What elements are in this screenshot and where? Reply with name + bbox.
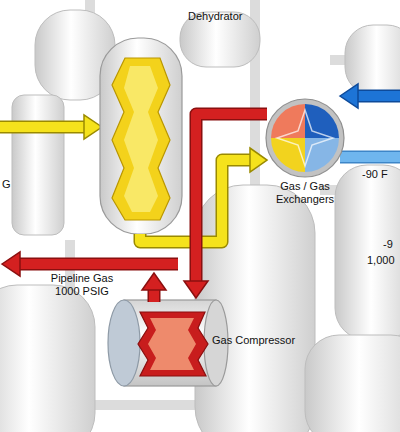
pipe-outline xyxy=(356,90,400,103)
compressor-rotor xyxy=(138,312,208,376)
pipe-outline xyxy=(196,114,267,283)
annotation-label: 1,000 xyxy=(367,254,395,267)
pipe xyxy=(356,91,400,101)
arrowhead xyxy=(84,115,102,139)
desiccant-bed xyxy=(112,58,170,220)
bg-tank xyxy=(195,185,315,432)
pipe xyxy=(18,259,178,269)
cold-gas-inlet-arrow xyxy=(340,84,400,108)
vessel-shell xyxy=(100,38,182,234)
inlet-gas-arrow xyxy=(0,115,102,139)
pipe xyxy=(196,114,267,283)
bg-tank xyxy=(305,335,400,432)
exchanger-quadrant xyxy=(271,104,305,138)
bg-tank xyxy=(12,95,64,235)
pipe xyxy=(340,152,400,162)
arrowhead xyxy=(142,273,166,290)
bg-tank xyxy=(345,25,400,95)
annotation-label: G xyxy=(2,178,11,191)
annotation-label: -9 xyxy=(383,238,393,251)
node-label: Dehydrator xyxy=(188,10,242,23)
compressor-face xyxy=(108,300,140,386)
exchanger-shell xyxy=(266,99,344,177)
compressor-rotor-highlight xyxy=(148,318,196,370)
node-label: Gas / Gas Exchangers xyxy=(255,180,355,206)
dehydrator-node: Dehydrator xyxy=(100,38,182,234)
pipeline-gas-arrow xyxy=(2,252,178,302)
process-pipe xyxy=(184,114,267,298)
cold-gas-outlet-arrow xyxy=(340,157,400,158)
arrowhead xyxy=(340,84,358,108)
arrowhead xyxy=(184,281,208,298)
compressor-node: Gas Compressor xyxy=(108,298,228,388)
dehydrator-vessel xyxy=(100,38,182,234)
pipe-outline xyxy=(0,121,86,134)
bg-tank xyxy=(335,165,400,340)
annotation-label: Pipeline Gas 1000 PSIG xyxy=(44,272,120,298)
gas-compressor-body xyxy=(108,300,228,386)
arrowhead xyxy=(2,252,20,276)
exchanger-node: Gas / Gas Exchangers xyxy=(267,100,343,176)
process-pipe xyxy=(140,148,267,242)
bg-tank xyxy=(0,285,95,432)
exchanger-core xyxy=(277,110,333,166)
node-label: Gas Compressor xyxy=(212,334,295,347)
pipe xyxy=(0,122,86,132)
desiccant-highlight xyxy=(124,66,158,212)
pipe-outline xyxy=(340,151,400,164)
arrowhead xyxy=(250,148,267,172)
annotation-label: -90 F xyxy=(362,168,388,181)
pipe-outline xyxy=(18,258,178,271)
exchanger-quadrant xyxy=(271,138,305,172)
exchanger-quadrant xyxy=(305,138,339,172)
exchanger-quadrant xyxy=(305,104,339,138)
gas-gas-exchanger xyxy=(266,99,344,177)
background-tanks xyxy=(0,10,400,432)
